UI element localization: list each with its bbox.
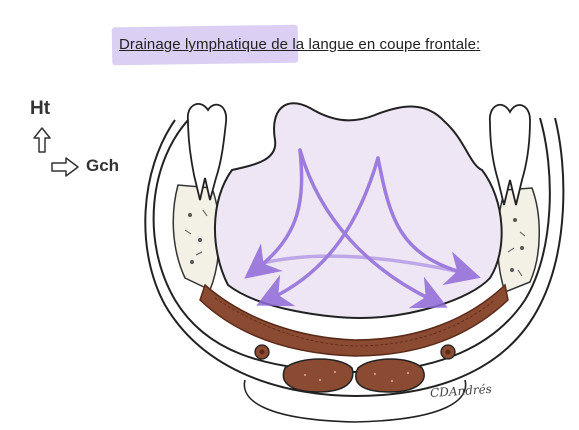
right-arrow-icon — [52, 158, 78, 176]
right-digastric-muscle — [356, 359, 424, 392]
left-molar-tooth — [188, 104, 226, 200]
orientation-up-label: Ht — [30, 98, 50, 120]
left-vessel — [255, 345, 269, 359]
right-vessel — [441, 345, 455, 359]
orientation-left-label: Gch — [86, 156, 119, 176]
left-digastric-muscle — [283, 359, 352, 392]
left-alveolar-bone — [173, 185, 219, 290]
up-arrow-icon — [34, 128, 50, 152]
